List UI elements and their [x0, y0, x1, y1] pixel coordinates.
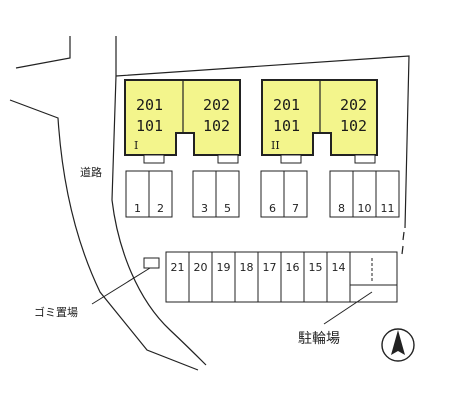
parking-space-number: 18: [240, 261, 254, 274]
garbage-label: ゴミ置場: [34, 305, 78, 319]
parking-space-number: 15: [309, 261, 323, 274]
parking-space-number: 3: [201, 202, 208, 215]
parking-space-number: 19: [217, 261, 231, 274]
garbage-leader-line: [91, 267, 151, 305]
parking-space-number: 5: [224, 202, 231, 215]
parking-space-number: 17: [263, 261, 277, 274]
road-edge-left: [9, 99, 199, 371]
road-edge-top-left: [15, 36, 71, 69]
parking-space-number: 7: [292, 202, 299, 215]
unit-label: 101: [136, 117, 163, 135]
parking-space-number: 6: [269, 202, 276, 215]
boundary-dash-2: [401, 245, 404, 255]
road-label: 道路: [80, 165, 102, 179]
parking-space-number: 21: [171, 261, 185, 274]
boundary-line: [115, 55, 410, 229]
parking-block-d: [329, 170, 400, 218]
parking-upper-numbers: 1 2 3 5 6 7 8 10 11: [134, 202, 395, 215]
building-mark: II: [271, 139, 280, 152]
site-boundary: [115, 55, 410, 255]
parking-upper: [125, 170, 400, 218]
compass-arrow: [391, 330, 405, 355]
building-2: 201 101 202 102 II: [261, 79, 378, 164]
garbage-area: [143, 257, 160, 269]
parking-space-number: 20: [194, 261, 208, 274]
parking-lower: [165, 251, 398, 303]
building-1-entry-left: [143, 154, 165, 164]
unit-label: 201: [273, 96, 300, 114]
parking-space-number: 11: [381, 202, 395, 215]
unit-label: 102: [340, 117, 367, 135]
parking-space-number: 1: [134, 202, 141, 215]
building-2-entry-right: [354, 154, 376, 164]
parking-space-number: 14: [332, 261, 346, 274]
unit-label: 202: [340, 96, 367, 114]
unit-label: 202: [203, 96, 230, 114]
road: [9, 36, 207, 371]
road-edge-right: [111, 36, 207, 366]
unit-label: 102: [203, 117, 230, 135]
boundary-dash-1: [402, 231, 405, 241]
parking-space-number: 16: [286, 261, 300, 274]
bicycle-label: 駐輪場: [298, 330, 340, 347]
parking-space-number: 2: [157, 202, 164, 215]
unit-label: 101: [273, 117, 300, 135]
parking-space-number: 8: [338, 202, 345, 215]
unit-label: 201: [136, 96, 163, 114]
building-1-entry-right: [217, 154, 239, 164]
building-mark: I: [134, 139, 138, 152]
bicycle-leader-line: [323, 291, 373, 325]
parking-lower-numbers: 21 20 19 18 17 16 15 14: [171, 261, 346, 274]
north-arrow-icon: [381, 328, 415, 362]
building-1: 201 101 202 102 I: [124, 79, 241, 164]
building-2-entry-left: [280, 154, 302, 164]
parking-space-number: 10: [358, 202, 372, 215]
